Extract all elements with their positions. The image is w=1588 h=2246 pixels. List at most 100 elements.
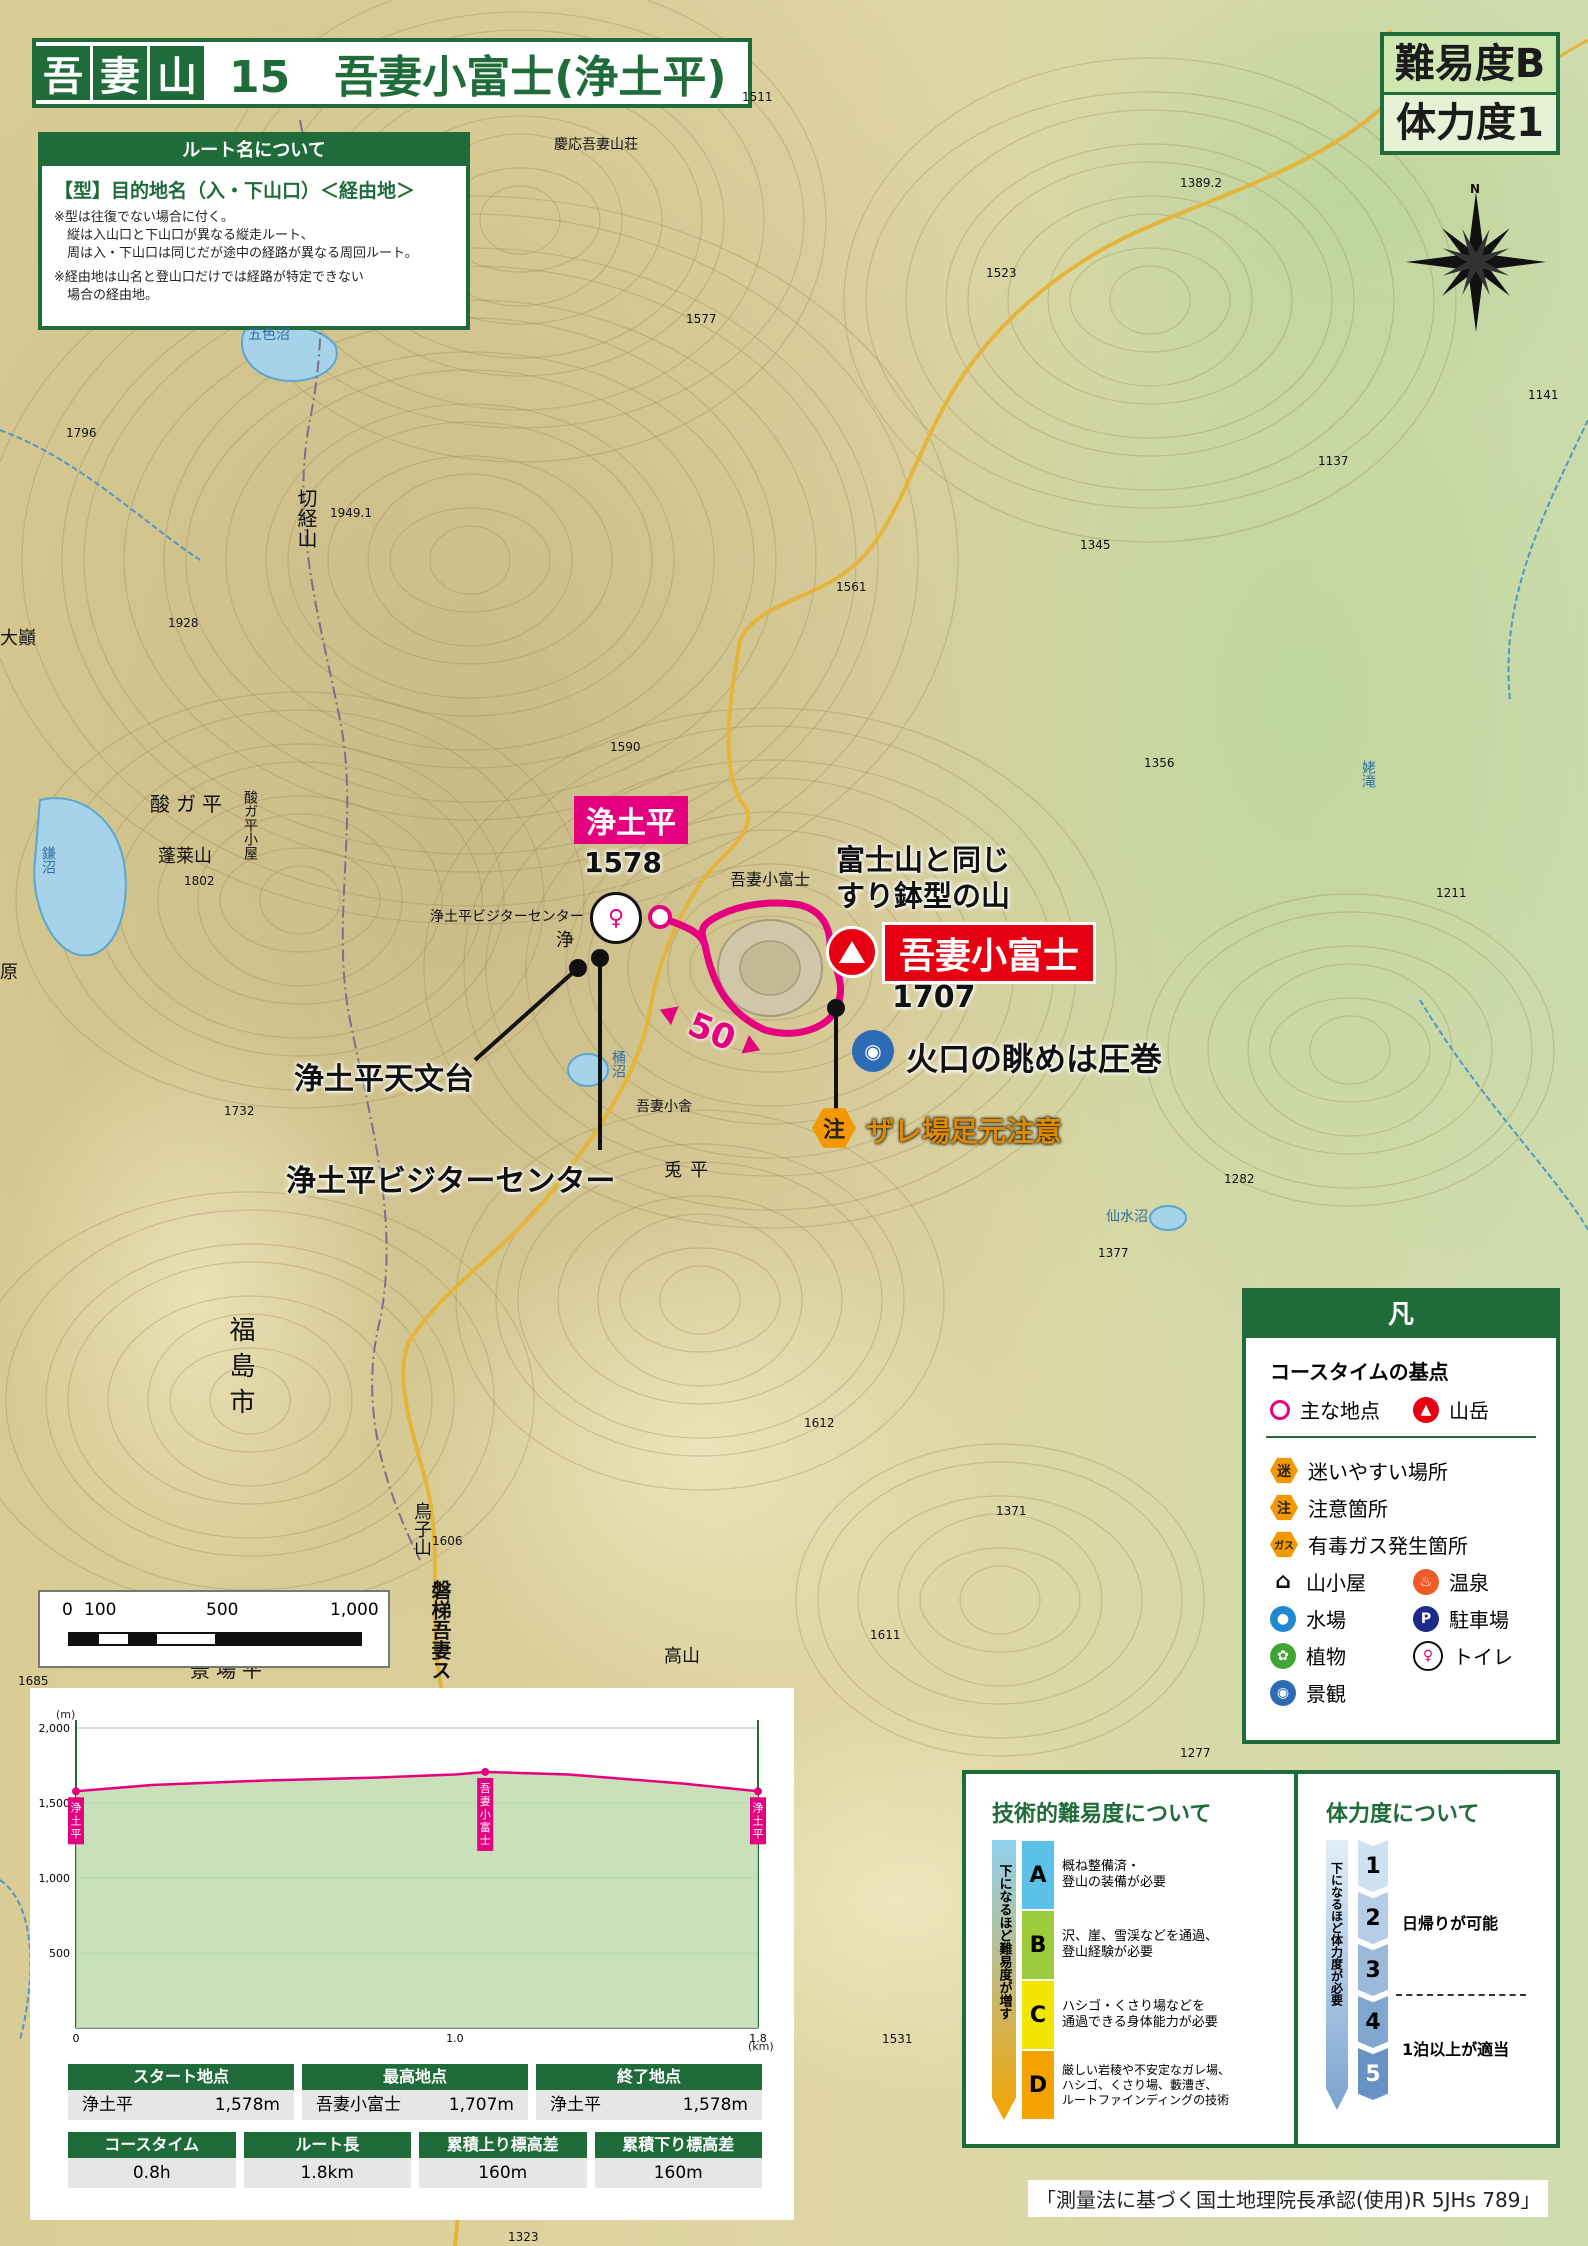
contour-line <box>945 143 1355 457</box>
contour-line <box>1145 893 1555 1207</box>
stamina-level: 2 <box>1358 1892 1388 1944</box>
tech-grade: C <box>1022 1981 1054 2049</box>
contour-line <box>1069 247 1231 353</box>
contour-line <box>1207 945 1493 1155</box>
contour-line <box>865 91 1435 509</box>
contour-line <box>619 1247 781 1353</box>
highest-info-label: 最高地点 <box>302 2064 528 2090</box>
route-number: 15 <box>229 52 291 103</box>
contour-line <box>857 1495 1143 1705</box>
route-note-format: 【型】目的地名（入・下山口）＜経由地＞ <box>54 180 416 202</box>
legend-row: ガス 有毒ガス発生箇所 <box>1270 1526 1556 1563</box>
stamina-arrow-text: 下になるほど体力度が必要 <box>1329 1862 1344 2006</box>
legend-item: P 駐車場 <box>1413 1604 1556 1633</box>
spot-height: 1928 <box>168 616 199 630</box>
mountain-name: 大巓 <box>0 628 36 649</box>
tech-arrow-text: 下になるほど難易度が増す <box>996 1864 1012 2020</box>
spot-height: 1531 <box>882 2032 913 2046</box>
contour-line <box>157 795 443 1005</box>
area-char: 山 <box>150 46 204 100</box>
legend-title: 凡 例 <box>1246 1292 1556 1376</box>
contour-line <box>1047 213 1253 387</box>
stamina-level: 体力度1 <box>1384 92 1556 151</box>
spot-height: 1802 <box>184 874 215 888</box>
legend-row: 主な地点 ▲ 山岳 <box>1270 1391 1556 1428</box>
spot-height: 1949.1 <box>330 506 372 520</box>
caution-icon: 注 <box>812 1108 856 1148</box>
descent-value: 160m <box>594 2158 762 2188</box>
summit-elevation: 1707 <box>892 980 976 1015</box>
legend-label: 駐車場 <box>1449 1608 1509 1632</box>
profile-marker-label: 小 <box>480 1808 491 1821</box>
spot-height: 1356 <box>1144 756 1175 770</box>
spot-height: 1612 <box>804 1416 835 1430</box>
spot-height: 1141 <box>1528 388 1559 402</box>
profile-point <box>72 1787 80 1796</box>
compass-north: N <box>1470 182 1481 196</box>
route-heading: 15 吾妻小富士(浄土平) <box>207 41 748 105</box>
tech-level: D 厳しい岩稜や不安定なガレ場、 ハシゴ、くさり場、藪漕ぎ、 ルートファインディ… <box>1022 2050 1272 2120</box>
legend-item: ♨ 温泉 <box>1413 1567 1556 1596</box>
tech-title: 技術的難易度について <box>992 1802 1212 1827</box>
difficulty-badge: 難易度B 体力度1 <box>1380 32 1560 155</box>
place-name: 酸ガ平 <box>150 792 228 816</box>
tech-level: C ハシゴ・くさり場などを 通過できる身体能力が必要 <box>1022 1980 1272 2050</box>
ascent-label: 累積上り標高差 <box>419 2132 587 2158</box>
contour-line <box>423 707 1117 1229</box>
lake-name: 五色沼 <box>248 327 290 343</box>
profile-marker-label: 妻 <box>480 1795 491 1808</box>
spot-height: 1323 <box>508 2230 539 2244</box>
contour-line <box>959 1565 1041 1635</box>
profile-marker-box <box>68 1797 84 1845</box>
panel-divider <box>1294 1774 1298 2144</box>
stamina-level: 4 <box>1358 1996 1388 2048</box>
legend-label: 温泉 <box>1449 1571 1489 1595</box>
contour-line <box>843 57 1457 543</box>
profile-marker-label: 土 <box>753 1814 764 1827</box>
plant-icon: ✿ <box>1270 1642 1296 1669</box>
contour-line <box>61 247 879 873</box>
profile-point <box>481 1767 490 1776</box>
contour-line <box>259 865 341 935</box>
contour-line <box>15 691 585 1109</box>
contour-line <box>517 1161 883 1439</box>
profile-marker-label: 土 <box>71 1814 82 1827</box>
water-icon: ● <box>1270 1605 1296 1632</box>
place-name: 浄土平ビジターセンター <box>430 909 584 925</box>
contour-line <box>225 369 715 751</box>
crater-note: 富士山と同じ すり鉢型の山 <box>836 843 1011 913</box>
contour-line <box>1269 997 1431 1103</box>
caution-icon: 注 <box>1270 1494 1298 1521</box>
contour-line <box>21 213 919 907</box>
tech-levels: A 概ね整備済・ 登山の装備が必要 B 沢、崖、雪渓などを通過、 登山経験が必要… <box>1022 1840 1272 2120</box>
profile-point <box>754 1787 762 1796</box>
spot-height: 1732 <box>224 1104 255 1118</box>
y-axis-unit: (m) <box>56 1708 75 1721</box>
hot-spring-icon: ♨ <box>1413 1568 1439 1595</box>
contour-line <box>45 1243 455 1557</box>
mountain-name: 鳥子山 <box>411 1502 432 1556</box>
difficulty-panel: 技術的難易度について 下になるほど難易度が増す A 概ね整備済・ 登山の装備が必… <box>962 1770 1560 2148</box>
spot-height: 1523 <box>986 266 1017 280</box>
contour-line <box>1109 265 1191 335</box>
contour-line <box>905 109 1395 491</box>
legend-label: 景観 <box>1306 1682 1346 1706</box>
route-title: 吾 妻 山 15 吾妻小富士(浄土平) <box>32 38 753 108</box>
start-info-label: スタート地点 <box>68 2064 294 2090</box>
contour-line <box>147 1313 353 1487</box>
spot-height: 1389.2 <box>1180 176 1222 190</box>
contour-line <box>67 1261 433 1539</box>
contour-line <box>185 351 755 769</box>
contour-line <box>1007 195 1293 405</box>
place-name: 慶応吾妻山荘 <box>554 137 638 153</box>
y-tick-label: 1,000 <box>39 1872 71 1885</box>
ascent-value: 160m <box>419 2158 587 2188</box>
legend-divider <box>1266 1436 1536 1438</box>
spot-height: 1371 <box>996 1504 1027 1518</box>
legend-row: 注 注意箇所 <box>1270 1489 1556 1526</box>
legend-item: ⌂ 山小屋 <box>1270 1567 1413 1596</box>
